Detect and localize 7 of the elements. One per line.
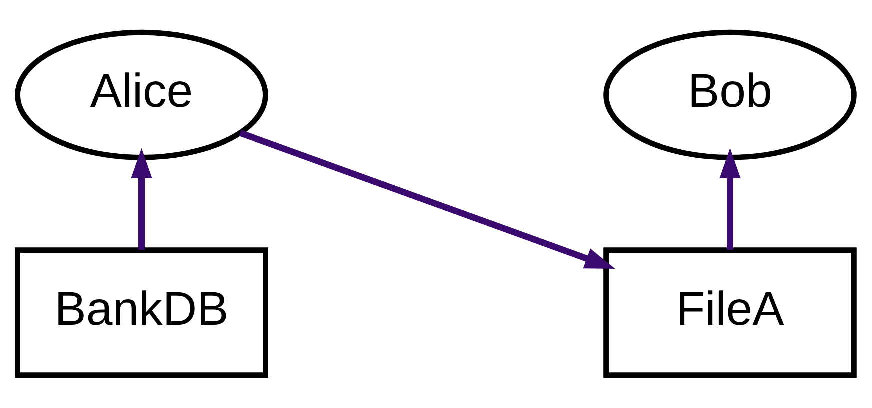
arrow xyxy=(131,148,152,250)
arrow xyxy=(720,148,741,250)
node-ellipse: Bob xyxy=(604,30,857,160)
node-ellipse: Alice xyxy=(15,30,268,160)
arrow xyxy=(239,130,616,270)
node-box: FileA xyxy=(604,248,857,378)
node-box: BankDB xyxy=(15,248,268,378)
